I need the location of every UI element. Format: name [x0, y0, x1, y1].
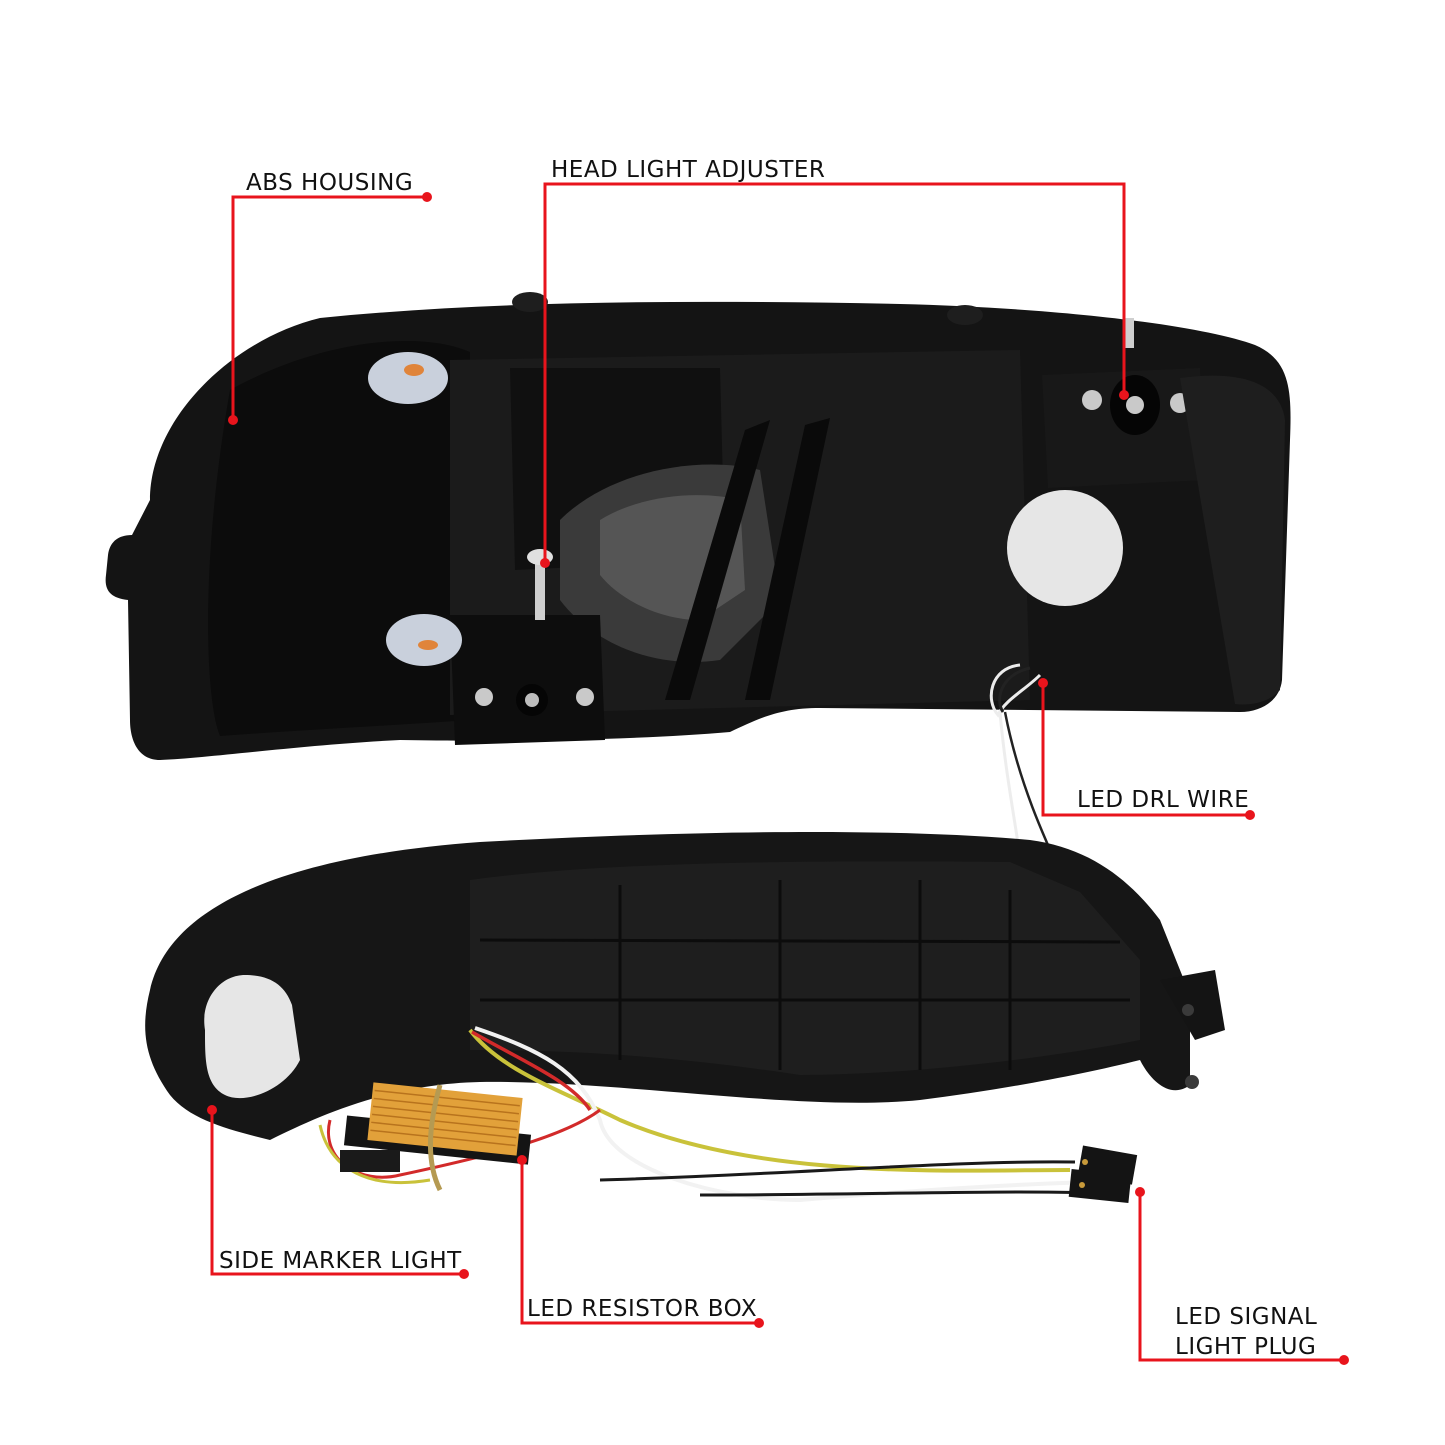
- callout-label-led-drl-wire: LED DRL WIRE: [1077, 787, 1250, 813]
- callout-dots: [207, 192, 1349, 1365]
- corner-light-housing: [145, 831, 1225, 1140]
- callout-label-led-signal-light-plug-line1: LED SIGNAL: [1175, 1304, 1318, 1330]
- led-signal-plug-graphic: [1068, 1145, 1138, 1204]
- callout-label-led-signal-light-plug-line2: LIGHT PLUG: [1175, 1334, 1317, 1360]
- callout-label-abs-housing: ABS HOUSING: [246, 170, 414, 196]
- callout-label-head-light-adjuster: HEAD LIGHT ADJUSTER: [551, 157, 826, 183]
- headlight-housing: [105, 292, 1291, 906]
- callout-label-led-resistor-box: LED RESISTOR BOX: [527, 1296, 758, 1322]
- callout-leaders: [210, 182, 1344, 1362]
- callout-label-side-marker-light: SIDE MARKER LIGHT: [219, 1248, 462, 1274]
- led-resistor-box-graphic: [340, 1082, 532, 1192]
- wiring-harness: [318, 1026, 1091, 1203]
